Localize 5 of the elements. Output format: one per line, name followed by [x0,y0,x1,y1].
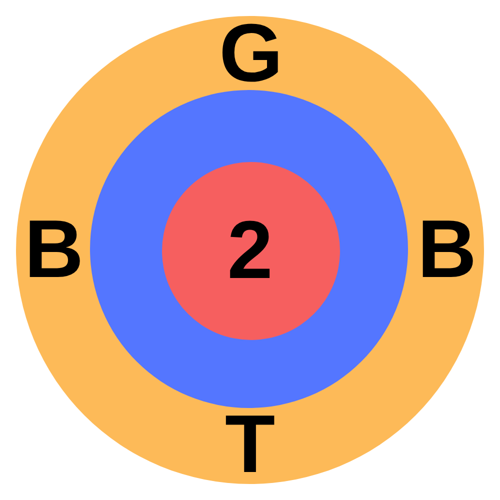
ring-letter: T [224,412,276,478]
ring-letter: B [24,217,84,283]
center-number: 2 [227,218,273,284]
ring-letter: B [417,217,477,283]
ring-letter: G [219,21,283,87]
